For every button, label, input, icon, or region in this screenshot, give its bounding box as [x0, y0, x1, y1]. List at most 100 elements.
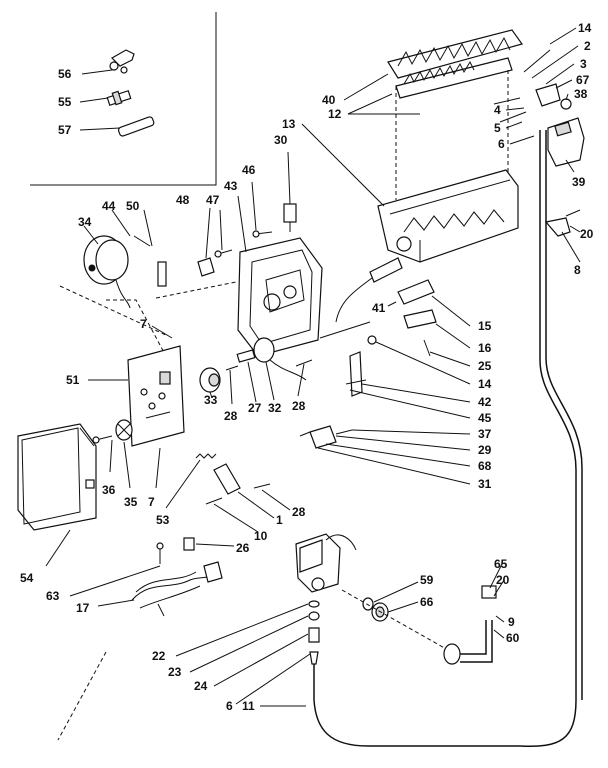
water-valve	[295, 533, 357, 593]
callout-7-upper: 7	[140, 317, 147, 331]
callout-22: 22	[152, 649, 166, 663]
callout-67: 67	[576, 73, 590, 87]
part-33-gear	[199, 367, 221, 393]
callout-3: 3	[580, 57, 587, 71]
part-29-switch	[299, 425, 353, 449]
callout-17: 17	[76, 601, 90, 615]
part-48-bracket	[197, 257, 215, 277]
part-55-fitting	[106, 90, 132, 106]
part-50-shaft	[157, 261, 167, 287]
part-59-washer	[362, 597, 374, 611]
part-56-fitting	[109, 49, 135, 74]
callout-37: 37	[478, 427, 492, 441]
callout-26: 26	[236, 541, 250, 555]
part-43-housing	[237, 237, 323, 357]
part-39-fill-cup	[535, 83, 585, 167]
callout-11: 11	[242, 699, 255, 713]
part-44-screw	[133, 235, 151, 247]
callout-28-c: 28	[292, 505, 306, 519]
callout-42: 42	[478, 395, 492, 409]
part-14-nut	[367, 335, 377, 345]
callout-36: 36	[102, 483, 116, 497]
part-30-switch	[283, 203, 297, 232]
part-8-clip	[544, 209, 581, 237]
part-53-spring	[195, 453, 217, 459]
callout-6-top: 6	[498, 137, 505, 151]
callout-28-a: 28	[224, 409, 238, 423]
leader-lines	[45, 27, 581, 707]
part-1-lever	[205, 463, 241, 505]
callout-6-bottom: 6	[226, 699, 233, 713]
callout-31: 31	[478, 477, 492, 491]
callout-16: 16	[478, 341, 492, 355]
part-36-screw	[92, 435, 113, 444]
part-32-cam	[253, 337, 307, 381]
part-34-motor	[83, 235, 131, 309]
callout-43: 43	[224, 179, 238, 193]
callout-2: 2	[584, 39, 591, 53]
part-35-gear	[115, 419, 133, 441]
callout-48: 48	[176, 193, 190, 207]
callout-1: 1	[276, 513, 283, 527]
callout-68: 68	[478, 459, 492, 473]
part-60-inlet-tube	[443, 585, 497, 665]
part-46-screw	[252, 230, 273, 238]
callout-47: 47	[206, 193, 220, 207]
part-13-ice-mold	[377, 169, 519, 263]
callout-56: 56	[58, 67, 72, 81]
callout-33: 33	[204, 393, 218, 407]
callout-53: 53	[156, 513, 170, 527]
callout-12: 12	[328, 107, 342, 121]
callout-41: 41	[372, 301, 386, 315]
callout-54: 54	[20, 571, 34, 585]
part-47-screw	[214, 249, 233, 258]
callout-20-top: 20	[580, 227, 594, 241]
part-42-arm	[345, 351, 367, 397]
part-24-nut	[308, 627, 320, 643]
callout-35: 35	[124, 495, 138, 509]
callout-29: 29	[478, 443, 492, 457]
callout-25: 25	[478, 359, 492, 373]
part-23-ring	[308, 611, 320, 621]
part-57-tube	[117, 116, 155, 137]
callout-57: 57	[58, 123, 72, 137]
callout-8: 8	[574, 263, 581, 277]
callout-labels: 56 55 57 40 12 13 14 2 3 67 38 4 5 6 39 …	[20, 21, 594, 713]
callout-50: 50	[126, 199, 140, 213]
callout-13: 13	[282, 117, 296, 131]
callout-4: 4	[494, 103, 501, 117]
callout-27: 27	[248, 401, 262, 415]
callout-15: 15	[478, 319, 492, 333]
part-17-harness	[131, 561, 223, 617]
callout-7-lower: 7	[148, 495, 155, 509]
callout-38: 38	[574, 87, 588, 101]
callout-28-b: 28	[292, 399, 306, 413]
callout-14-mid: 14	[478, 377, 492, 391]
callout-14-top: 14	[578, 21, 592, 35]
callout-45: 45	[478, 411, 492, 425]
callout-46: 46	[242, 163, 256, 177]
callout-55: 55	[58, 95, 72, 109]
part-22-washer	[308, 600, 320, 608]
callout-40: 40	[322, 93, 336, 107]
callout-23: 23	[168, 665, 182, 679]
callout-59: 59	[420, 573, 434, 587]
callout-9: 9	[508, 615, 515, 629]
part-63-screw	[156, 542, 164, 564]
callout-30: 30	[274, 133, 288, 147]
callout-39: 39	[572, 175, 586, 189]
callout-63: 63	[46, 589, 60, 603]
callout-34: 34	[78, 215, 92, 229]
callout-20-bottom: 20	[496, 573, 510, 587]
part-6-tube-end	[309, 651, 319, 665]
callout-60: 60	[506, 631, 520, 645]
inset-frame	[30, 12, 217, 186]
part-26-grommet	[183, 537, 195, 551]
part-54-cover	[17, 423, 97, 531]
part-51-plate	[127, 345, 185, 447]
part-16-bracket	[403, 309, 437, 357]
callout-51: 51	[66, 373, 80, 387]
callout-5: 5	[494, 121, 501, 135]
callout-10: 10	[254, 529, 268, 543]
